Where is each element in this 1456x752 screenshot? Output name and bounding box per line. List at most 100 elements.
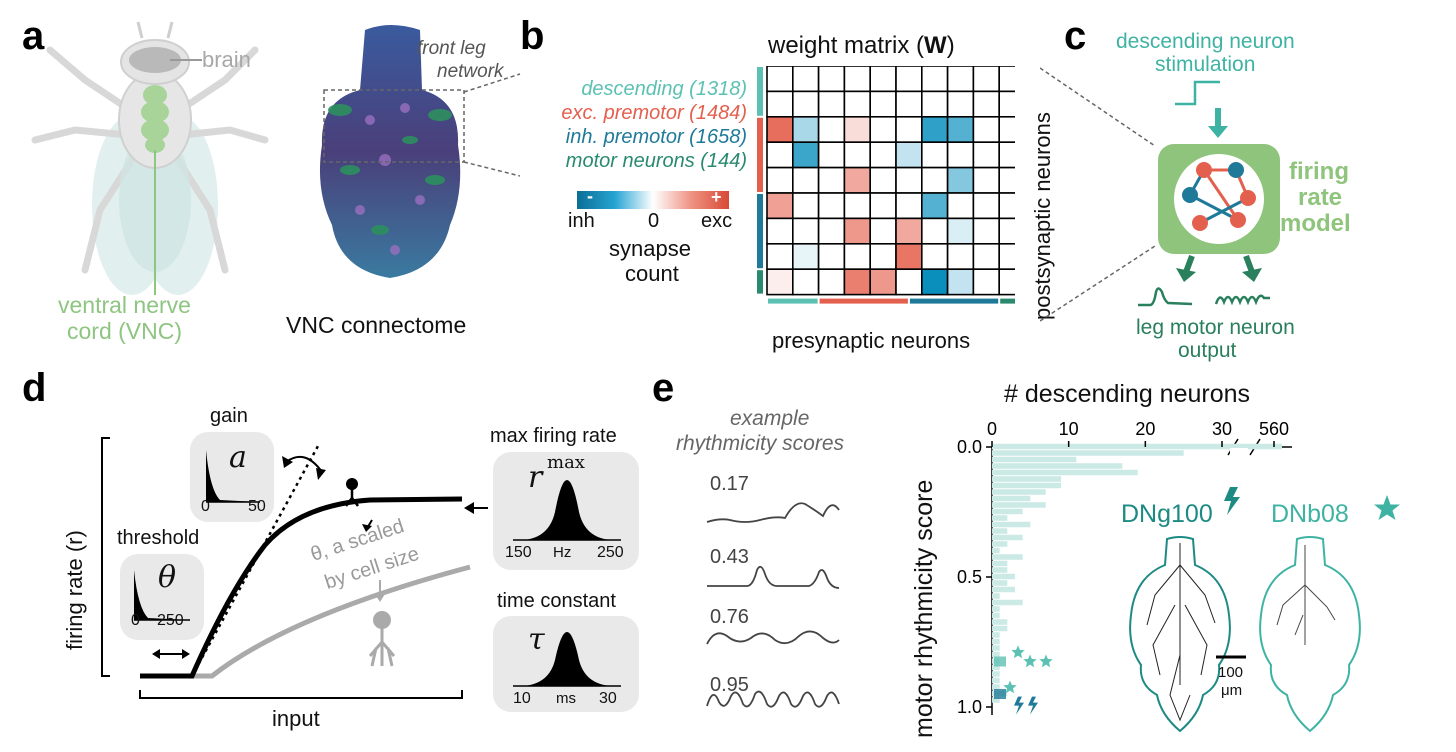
matrix-cell (791, 115, 820, 143)
colorbar (577, 191, 729, 209)
matrix-title: weight matrix (W) (768, 32, 955, 60)
matrix-col-group-bar (1000, 298, 1015, 304)
matrix-cell (921, 66, 949, 93)
lightning-icon (1014, 696, 1024, 715)
matrix-cell (843, 90, 872, 118)
dnb08-morphology (1259, 536, 1361, 733)
matrix-cell (791, 243, 820, 271)
matrix-to-model-lines (1040, 67, 1156, 322)
d-ylabel: firing rate (r) (62, 530, 88, 650)
matrix-cell (972, 243, 1000, 271)
neuron-label-dng100: DNg100 (1121, 500, 1213, 528)
matrix-cell (946, 166, 975, 194)
gain-tick-min: 0 (201, 498, 210, 515)
legend-exc-premotor: exc. premotor (1484) (561, 102, 747, 124)
max-rate-tick-min: 150 (505, 544, 532, 561)
matrix-cell (869, 90, 897, 118)
histogram-bar (992, 502, 1046, 508)
matrix-cell (972, 115, 1000, 143)
matrix-row-group-bar (757, 117, 763, 192)
matrix-cell (972, 90, 1000, 118)
histogram-bar (992, 528, 1008, 534)
histogram-bar (992, 619, 1008, 625)
matrix-cell (946, 217, 975, 245)
matrix-cell (869, 192, 897, 220)
time-constant-tick-max: 30 (599, 690, 617, 707)
matrix-cell (869, 268, 897, 296)
max-rate-sup: max (547, 452, 585, 473)
legend-descending: descending (1318) (581, 78, 747, 100)
max-rate-tick-mid: Hz (553, 544, 572, 561)
matrix-cell (998, 141, 1015, 169)
dng100-morphology (1129, 536, 1231, 733)
matrix-cell (946, 243, 975, 271)
time-constant-title: time constant (497, 590, 616, 612)
panel-letter-a: a (22, 14, 45, 58)
example-score-3: 0.76 (710, 606, 749, 628)
matrix-cell (766, 141, 794, 169)
colorbar-label-line2: count (625, 261, 679, 286)
front-leg-network-line1: front leg (417, 38, 486, 59)
histogram-bar (992, 684, 1000, 690)
output-label-line1: leg motor neuron (1136, 316, 1295, 339)
hist-ylabel: motor rhythmicity score (910, 480, 939, 738)
x-tick-label: 560 (1259, 419, 1289, 439)
fly-illustration (31, 21, 269, 295)
matrix-cell (791, 217, 820, 245)
histogram-bar (992, 469, 1138, 476)
matrix-col-group-bar (819, 298, 908, 304)
matrix-cell (972, 141, 1000, 169)
firing-rate-curve-plot (101, 437, 488, 699)
matrix-cell (766, 268, 794, 296)
histogram-bar (992, 476, 1061, 482)
histogram-bar (992, 671, 1000, 677)
matrix-cell (869, 243, 897, 271)
matrix-cell (766, 217, 794, 245)
threshold-tick-max: 250 (157, 612, 184, 629)
histogram-bar (992, 450, 1184, 456)
matrix-cell (869, 66, 897, 93)
panel-letter-d: d (22, 366, 47, 410)
highlight-marker (994, 689, 1006, 699)
model-label-line3: model (1280, 210, 1351, 237)
x-tick-label: 0 (987, 419, 997, 439)
matrix-cell (921, 115, 949, 143)
threshold-title: threshold (117, 527, 200, 549)
colorbar-label-line1: synapse (609, 236, 691, 261)
matrix-title-pre: weight matrix ( (768, 32, 925, 59)
matrix-cell (895, 166, 923, 194)
matrix-cell (817, 243, 846, 271)
matrix-cell (895, 115, 923, 143)
histogram-bar (992, 606, 1000, 612)
matrix-cell (998, 115, 1015, 143)
histogram-bar (992, 651, 1000, 658)
matrix-row-group-bar (757, 194, 763, 269)
matrix-cell (998, 90, 1015, 118)
axis-break-gap (1230, 448, 1248, 457)
histogram-bar (992, 632, 1000, 638)
time-constant-tick-min: 10 (513, 690, 531, 707)
matrix-cell (869, 141, 897, 169)
star-icon (1011, 645, 1025, 659)
scalebar-label-line2: μm (1221, 682, 1243, 699)
histogram-bar (992, 541, 1008, 547)
histogram-bar (992, 697, 1000, 703)
matrix-cell (817, 217, 846, 245)
matrix-cell (921, 166, 949, 194)
threshold-tick-min: 0 (131, 612, 140, 629)
matrix-cell (921, 192, 949, 220)
matrix-cell (895, 192, 923, 220)
matrix-cell (998, 166, 1015, 194)
matrix-cell (843, 217, 872, 245)
matrix-cell (895, 141, 923, 169)
matrix-cell (972, 268, 1000, 296)
x-tick-label: 20 (1135, 419, 1155, 439)
matrix-cell (817, 90, 846, 118)
matrix-cell (791, 192, 820, 220)
matrix-cell (946, 192, 975, 220)
matrix-cell (791, 268, 820, 296)
panel-letter-b: b (520, 14, 545, 58)
gain-tick-max: 50 (248, 498, 266, 515)
matrix-cell (843, 192, 872, 220)
examples-title-line2: rhythmicity scores (676, 432, 845, 455)
